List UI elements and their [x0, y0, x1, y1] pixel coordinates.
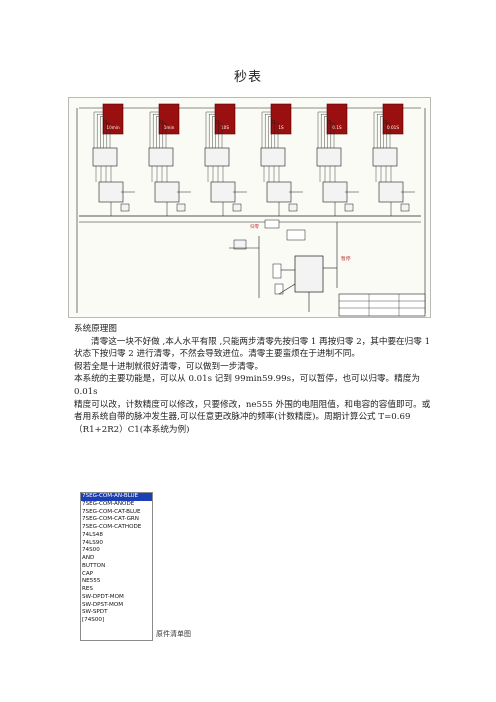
decoder-chip: [148, 147, 174, 167]
component-list-item[interactable]: [74S00]: [82, 617, 105, 623]
component-list-item[interactable]: CAP: [82, 570, 94, 577]
and-gate: [400, 203, 410, 212]
pause-switch: [286, 229, 306, 241]
display-label: 1S: [278, 125, 284, 130]
display-label: 10min: [106, 125, 120, 130]
counter-chip: [266, 181, 292, 203]
reset-switch-1: [264, 219, 280, 229]
and-gate: [176, 203, 186, 212]
counter-chip: [98, 181, 124, 203]
and-gate: [120, 203, 130, 212]
component-list-item[interactable]: 74S00: [82, 547, 100, 554]
paragraph-reset: 清零这一块不好做 ,本人水平有限 ,只能两步清零先按归零 1 再按归零 2，其中…: [74, 336, 431, 360]
resistor: [272, 263, 282, 279]
component-list-item[interactable]: 7SEG-COM-ANODE: [82, 500, 135, 507]
component-list-item[interactable]: NE555: [82, 578, 101, 585]
component-list-item[interactable]: SW-DPDT-MOM: [82, 593, 124, 600]
and-gate: [288, 203, 298, 212]
wire: [278, 283, 296, 295]
counter-chip: [154, 181, 180, 203]
component-list-item[interactable]: 7SEG-COM-CATHODE: [82, 524, 142, 530]
seven-segment-display: [270, 103, 292, 135]
article-body: 系统原理图 清零这一块不好做 ,本人水平有限 ,只能两步清零先按归零 1 再按归…: [74, 323, 434, 436]
display-label: 0.1S: [332, 125, 342, 130]
display-label: 0.01S: [387, 125, 399, 130]
decoder-chip: [372, 147, 398, 167]
component-list-item[interactable]: 7SEG-COM-CAT-BLUE: [82, 508, 141, 515]
component-list-item[interactable]: SW-DPST-MOM: [82, 601, 124, 608]
seven-segment-display: [214, 103, 236, 135]
decoder-chip: [204, 147, 230, 167]
decoder-chip: [92, 147, 118, 167]
counter-chip: [378, 181, 404, 203]
component-list-item[interactable]: AND: [82, 555, 95, 561]
paragraph-function: 本系统的主要功能是，可以从 0.01s 记到 99min59.99s，可以暂停，…: [74, 374, 420, 397]
seven-segment-display: [382, 103, 404, 135]
component-list-item[interactable]: 7SEG-COM-AN-BLUE: [81, 493, 152, 501]
display-label: 1min: [164, 125, 175, 130]
reset-label: 归零: [250, 223, 259, 230]
seven-segment-display: [158, 103, 180, 135]
seven-segment-display: [326, 103, 348, 135]
display-label: 10S: [221, 125, 229, 130]
schematic-diagram: 10min 1min 10S 1S 0.1S 0.01S 归零暂停: [68, 97, 431, 318]
decoder-chip: [316, 147, 342, 167]
counter-chip: [210, 181, 236, 203]
pause-label: 暂停: [341, 255, 351, 262]
component-list-item[interactable]: 7SEG-COM-CAT-GRN: [82, 516, 139, 523]
seven-segment-display: [102, 103, 124, 135]
and-gate: [232, 203, 242, 212]
component-list-item[interactable]: BUTTON: [82, 562, 106, 569]
title-block: [338, 293, 426, 317]
reset-switch-2: [233, 239, 247, 250]
paragraph-precision: 精度可以改，计数精度可以修改，只要修改，ne555 外围的电阻阻值，和电容的容值…: [74, 399, 431, 435]
component-list-item[interactable]: SW-SPDT: [82, 609, 108, 616]
and-gate: [344, 203, 354, 212]
component-list-item[interactable]: 74LS90: [82, 539, 103, 546]
ne555-timer: [294, 255, 324, 293]
component-list-item[interactable]: RES: [82, 586, 93, 592]
component-list-item[interactable]: 74LS48: [82, 531, 103, 538]
counter-chip: [322, 181, 348, 203]
component-list-caption: 原件清单图: [156, 630, 191, 638]
schematic-caption: 系统原理图: [74, 324, 117, 334]
page-title: 秒表: [233, 70, 262, 85]
paragraph-decimal: 假若全是十进制就很好清零，可以做到一步清零。: [74, 361, 264, 372]
decoder-chip: [260, 147, 286, 167]
